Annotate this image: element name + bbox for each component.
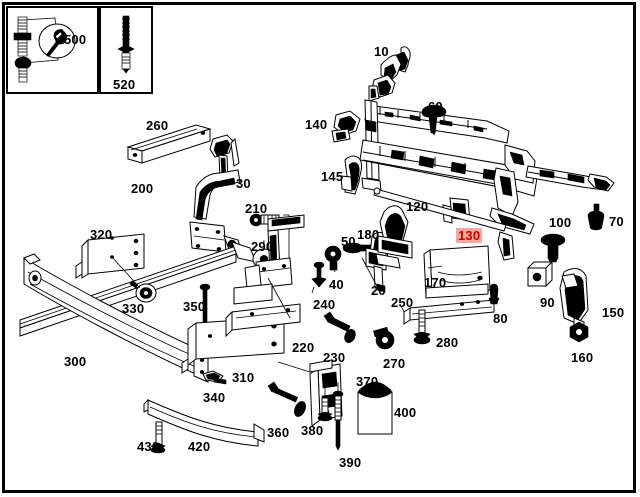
- diagram-frame: [2, 2, 636, 493]
- callout-300: 300: [64, 354, 87, 369]
- callout-180: 180: [357, 227, 380, 242]
- callout-400: 400: [394, 405, 417, 420]
- callout-310: 310: [232, 370, 255, 385]
- callout-500: 500: [64, 32, 87, 47]
- callout-420: 420: [188, 439, 211, 454]
- callout-60: 60: [428, 99, 443, 114]
- callout-320: 320: [90, 227, 113, 242]
- callout-20: 20: [371, 283, 386, 298]
- callout-50: 50: [341, 234, 356, 249]
- callout-370: 370: [356, 374, 379, 389]
- callout-170: 170: [424, 275, 447, 290]
- callout-80: 80: [493, 311, 508, 326]
- callout-140: 140: [305, 117, 328, 132]
- callout-430: 430: [137, 439, 160, 454]
- callout-150: 150: [602, 305, 625, 320]
- callout-40: 40: [329, 277, 344, 292]
- callout-350: 350: [183, 299, 206, 314]
- callout-340: 340: [203, 390, 226, 405]
- callout-90: 90: [540, 295, 555, 310]
- callout-120: 120: [406, 199, 429, 214]
- callout-240: 240: [313, 297, 336, 312]
- callout-230: 230: [323, 350, 346, 365]
- callout-520: 520: [113, 77, 136, 92]
- callout-250: 250: [391, 295, 414, 310]
- callout-210: 210: [245, 201, 268, 216]
- callout-390: 390: [339, 455, 362, 470]
- callout-360: 360: [267, 425, 290, 440]
- callout-380: 380: [301, 423, 324, 438]
- callout-130-highlighted: 130: [456, 228, 483, 243]
- callout-280: 280: [436, 335, 459, 350]
- callout-290: 290: [251, 239, 274, 254]
- callout-30: 30: [236, 176, 251, 191]
- callout-260: 260: [146, 118, 169, 133]
- callout-200: 200: [131, 181, 154, 196]
- callout-145: 145: [321, 169, 344, 184]
- inset-box-500: [6, 6, 99, 94]
- callout-10: 10: [374, 44, 389, 59]
- callout-330: 330: [122, 301, 145, 316]
- callout-70: 70: [609, 214, 624, 229]
- callout-160: 160: [571, 350, 594, 365]
- callout-220: 220: [292, 340, 315, 355]
- callout-270: 270: [383, 356, 406, 371]
- callout-100: 100: [549, 215, 572, 230]
